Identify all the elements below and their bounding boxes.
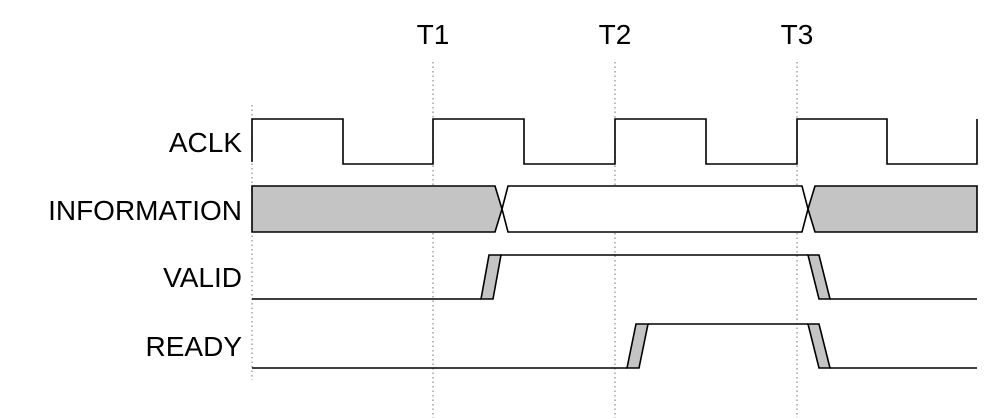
valid-label: VALID <box>163 262 242 293</box>
information-label: INFORMATION <box>48 195 242 226</box>
t2-label: T2 <box>599 19 632 50</box>
information-valid-segment <box>501 185 809 233</box>
ready-rise-edge <box>626 323 649 369</box>
aclk-label: ACLK <box>169 127 242 158</box>
information-invalid-segment-right <box>807 185 978 233</box>
valid-fall-edge <box>806 254 832 300</box>
information-invalid-segment-left <box>251 185 503 233</box>
ready-fall-edge <box>806 323 832 369</box>
aclk-waveform <box>251 118 978 165</box>
t1-label: T1 <box>417 19 450 50</box>
ready-label: READY <box>146 331 243 362</box>
valid-rise-edge <box>480 254 502 300</box>
t3-label: T3 <box>781 19 814 50</box>
